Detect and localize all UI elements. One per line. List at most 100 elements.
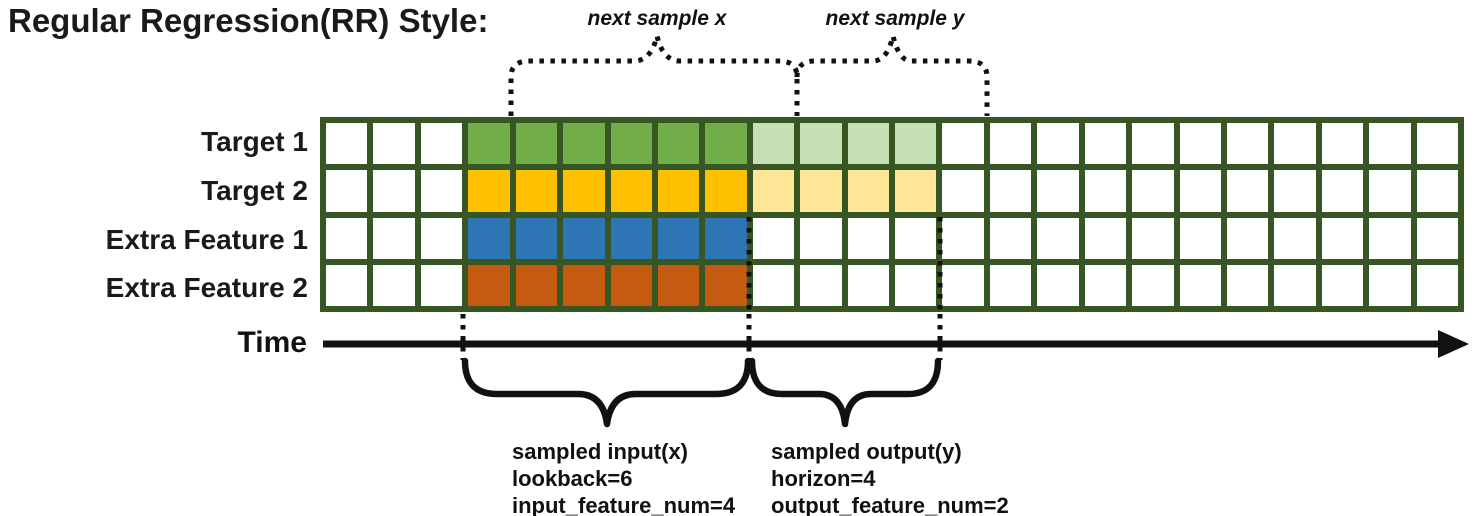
grid-cell [1321, 217, 1364, 259]
grid-cell [705, 217, 747, 259]
grid-cell [326, 123, 368, 165]
grid-cell [610, 123, 652, 165]
grid-cell [563, 123, 605, 165]
grid-cell [1132, 170, 1174, 212]
grid-cell [847, 217, 889, 259]
grid-cell [657, 170, 700, 212]
output-feature-num: output_feature_num=2 [771, 493, 1009, 516]
grid-cell [989, 170, 1032, 212]
grid-cell [1321, 123, 1364, 165]
grid-cell [752, 170, 795, 212]
grid-cell [800, 217, 842, 259]
grid-cell [705, 123, 747, 165]
horizon-value: horizon=4 [771, 466, 876, 491]
grid-cell [942, 217, 984, 259]
next-sample-x-brace [508, 35, 800, 116]
time-arrow-head [1438, 330, 1469, 358]
grid-cell [847, 170, 889, 212]
grid-cell [563, 217, 605, 259]
grid-cell [326, 264, 368, 306]
grid-cell [515, 123, 558, 165]
next-sample-x-label: next sample x [587, 7, 727, 30]
grid-cell [468, 170, 510, 212]
grid-cell [1274, 170, 1316, 212]
grid-cell [610, 170, 652, 212]
grid-cell [1037, 170, 1079, 212]
grid-cell [1416, 217, 1458, 259]
grid-cell [1369, 217, 1411, 259]
grid-cell [1416, 170, 1458, 212]
grid-cell [657, 264, 700, 306]
grid-cell [942, 264, 984, 306]
grid-cell [1321, 170, 1364, 212]
grid-cell [515, 217, 558, 259]
grid-cell [1416, 123, 1458, 165]
grid-cell [420, 217, 463, 259]
page-title: Regular Regression(RR) Style: [8, 2, 489, 39]
grid-cell [468, 123, 510, 165]
grid-cell [657, 123, 700, 165]
row-label-target-1: Target 1 [201, 126, 308, 157]
grid-cell [657, 217, 700, 259]
input-feature-num: input_feature_num=4 [512, 493, 736, 516]
grid-cell [989, 217, 1032, 259]
grid-cell [1084, 217, 1127, 259]
grid-cell [752, 123, 795, 165]
grid-cell [895, 170, 937, 212]
grid-cell [1037, 217, 1079, 259]
next-sample-y-brace [794, 35, 990, 116]
row-label-extra-feature-2: Extra Feature 2 [105, 272, 308, 304]
grid-cell [989, 123, 1032, 165]
grid-cell [1084, 170, 1127, 212]
grid-cell [373, 264, 415, 306]
grid-cell [1037, 264, 1079, 306]
grid-cell [420, 123, 463, 165]
grid-cell [1179, 123, 1221, 165]
grid-cell [420, 264, 463, 306]
grid-cell [895, 217, 937, 259]
grid-cell [752, 264, 795, 306]
grid-cell [847, 123, 889, 165]
grid-cell [1274, 217, 1316, 259]
grid-cell [847, 264, 889, 306]
grid-cell [1416, 264, 1458, 306]
grid-cell [420, 170, 463, 212]
grid-cell [373, 217, 415, 259]
grid-cell [895, 264, 937, 306]
grid-cell [563, 170, 605, 212]
grid-cell [1369, 170, 1411, 212]
grid-cell [1226, 217, 1269, 259]
sample-grid [320, 117, 1464, 312]
grid-cell [1179, 170, 1221, 212]
sampled-output-title: sampled output(y) [771, 439, 962, 464]
grid-cell [373, 170, 415, 212]
grid-cell [468, 264, 510, 306]
grid-cell [1321, 264, 1364, 306]
grid-cell [610, 264, 652, 306]
grid-cell [1132, 123, 1174, 165]
sampled-input-brace [461, 357, 752, 428]
grid-cell [942, 170, 984, 212]
grid-cell [1226, 264, 1269, 306]
grid-cell [1132, 264, 1174, 306]
grid-cell [800, 170, 842, 212]
row-label-target-2: Target 2 [201, 174, 308, 206]
next-sample-y-label: next sample y [825, 7, 965, 30]
grid-cell [989, 264, 1032, 306]
grid-cell [515, 170, 558, 212]
row-label-extra-feature-1: Extra Feature 1 [105, 223, 308, 255]
lookback-value: lookback=6 [512, 466, 633, 491]
grid-cell [752, 217, 795, 259]
grid-cell [610, 217, 652, 259]
grid-cell [895, 123, 937, 165]
grid-cell [1179, 264, 1221, 306]
time-axis-label: Time [237, 326, 307, 359]
grid-cell [705, 170, 747, 212]
grid-cell [705, 264, 747, 306]
grid-cell [326, 170, 368, 212]
grid-cell [1226, 170, 1269, 212]
grid-cell [1369, 123, 1411, 165]
grid-cell [800, 123, 842, 165]
grid-cell [1226, 123, 1269, 165]
